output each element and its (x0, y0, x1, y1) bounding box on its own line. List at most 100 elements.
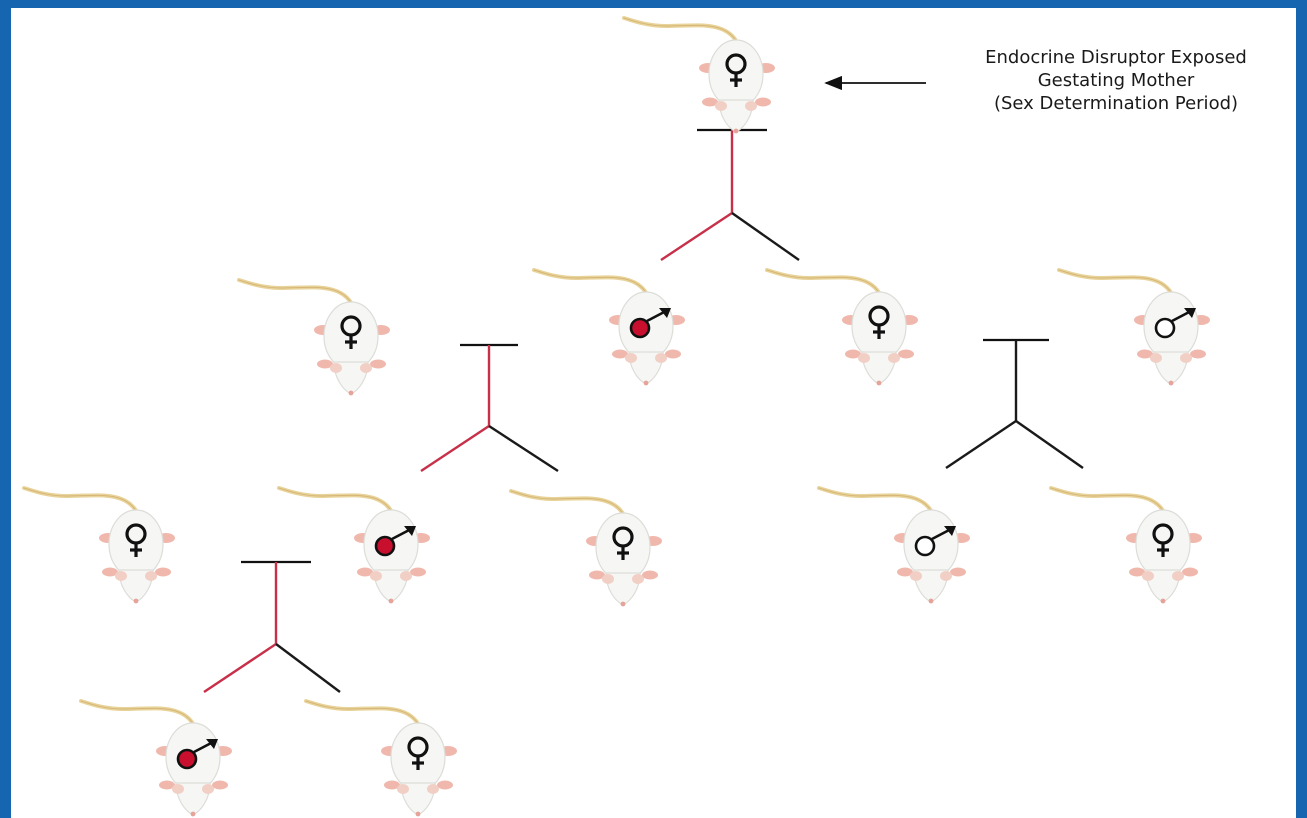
rat-tail (1049, 486, 1167, 516)
rat-ear (1180, 353, 1192, 363)
rat-tail (1057, 268, 1175, 298)
rat-nose (415, 811, 421, 817)
rat-foot (357, 567, 373, 577)
rat-foot (950, 567, 966, 577)
rat-ear (330, 363, 342, 373)
rat-foot (384, 780, 400, 790)
rat-foot (665, 349, 681, 359)
rat-tail (237, 278, 355, 308)
rat-nose (133, 598, 139, 604)
rat-foot (897, 567, 913, 577)
rat-foot (410, 567, 426, 577)
rat-ear (1150, 353, 1162, 363)
rat-f3-male-affected (79, 699, 232, 817)
cross-f1-right (945, 338, 1084, 469)
branch-right (1015, 420, 1084, 469)
rat-foot (898, 349, 914, 359)
rat-ear (888, 353, 900, 363)
rat-foot (437, 780, 453, 790)
rat-foot (642, 570, 658, 580)
male-symbol-icon (176, 739, 218, 770)
rat-foot (755, 97, 771, 107)
rat-f1-female-right (765, 268, 918, 386)
rat-ear (655, 353, 667, 363)
annotation-line-1: Endocrine Disruptor Exposed (985, 47, 1247, 68)
crosses-layer (203, 128, 1084, 693)
rat-foot (1137, 349, 1153, 359)
branch-right (731, 212, 800, 261)
rat-f2-female-mid (509, 489, 662, 607)
male-symbol-icon (914, 526, 956, 557)
rat-f1-male-outbred (1057, 268, 1210, 386)
rat-f2-female-left (22, 486, 175, 604)
branch-left (945, 420, 1017, 469)
rat-tail (79, 699, 197, 729)
rat-ear (145, 571, 157, 581)
female-symbol-icon (1152, 523, 1174, 557)
rat-ear (715, 101, 727, 111)
rat-foot (212, 780, 228, 790)
rat-ear (397, 784, 409, 794)
rat-tail (304, 699, 422, 729)
lineage-diagram (22, 16, 1210, 817)
rat-nose (388, 598, 394, 604)
male-symbol-icon (629, 308, 671, 339)
rat-foot (589, 570, 605, 580)
rat-foot (1129, 567, 1145, 577)
rat-ear (940, 571, 952, 581)
unaffected-marker (1154, 317, 1176, 339)
rat-ear (400, 571, 412, 581)
rat-foot (370, 359, 386, 369)
female-symbol-icon (725, 53, 747, 87)
rat-ear (202, 784, 214, 794)
unaffected-marker (914, 535, 936, 557)
rat-f0-mother (622, 16, 775, 134)
rat-tail (532, 268, 650, 298)
rat-ear (115, 571, 127, 581)
cross-f0 (660, 128, 800, 262)
rat-foot (102, 567, 118, 577)
cross-f2-left (203, 560, 341, 693)
annotation-line-2: Gestating Mother (1037, 70, 1195, 91)
rat-f2-male-control (817, 486, 970, 604)
branch-left (203, 643, 277, 693)
affected-marker (374, 535, 396, 557)
female-symbol-icon (612, 526, 634, 560)
rat-nose (1168, 380, 1174, 386)
annotation-line-3: (Sex Determination Period) (993, 93, 1239, 114)
rat-tail (509, 489, 627, 519)
rat-ear (745, 101, 757, 111)
rat-ear (910, 571, 922, 581)
rat-foot (155, 567, 171, 577)
rat-foot (1182, 567, 1198, 577)
rat-foot (845, 349, 861, 359)
affected-marker (176, 748, 198, 770)
cross-f1-left (420, 343, 559, 473)
diagram-frame: Endocrine Disruptor Exposed Gestating Mo… (11, 8, 1296, 818)
rat-tail (765, 268, 883, 298)
rat-ear (370, 571, 382, 581)
female-symbol-icon (125, 523, 147, 557)
rat-foot (612, 349, 628, 359)
female-symbol-icon (407, 736, 429, 770)
branch-left (660, 211, 733, 262)
rat-ear (858, 353, 870, 363)
affected-marker (629, 317, 651, 339)
male-symbol-icon (374, 526, 416, 557)
rat-ear (632, 574, 644, 584)
rat-f2-female-control (1049, 486, 1202, 604)
rat-foot (702, 97, 718, 107)
rat-foot (159, 780, 175, 790)
rat-foot (317, 359, 333, 369)
rat-tail (817, 486, 935, 516)
rat-nose (1160, 598, 1166, 604)
rat-f1-male-affected (532, 268, 685, 386)
rat-ear (1172, 571, 1184, 581)
rat-tail (277, 486, 395, 516)
male-symbol-icon (1154, 308, 1196, 339)
rat-ear (1142, 571, 1154, 581)
rat-foot (1190, 349, 1206, 359)
rat-nose (643, 380, 649, 386)
rat-ear (172, 784, 184, 794)
branch-right (275, 643, 341, 693)
